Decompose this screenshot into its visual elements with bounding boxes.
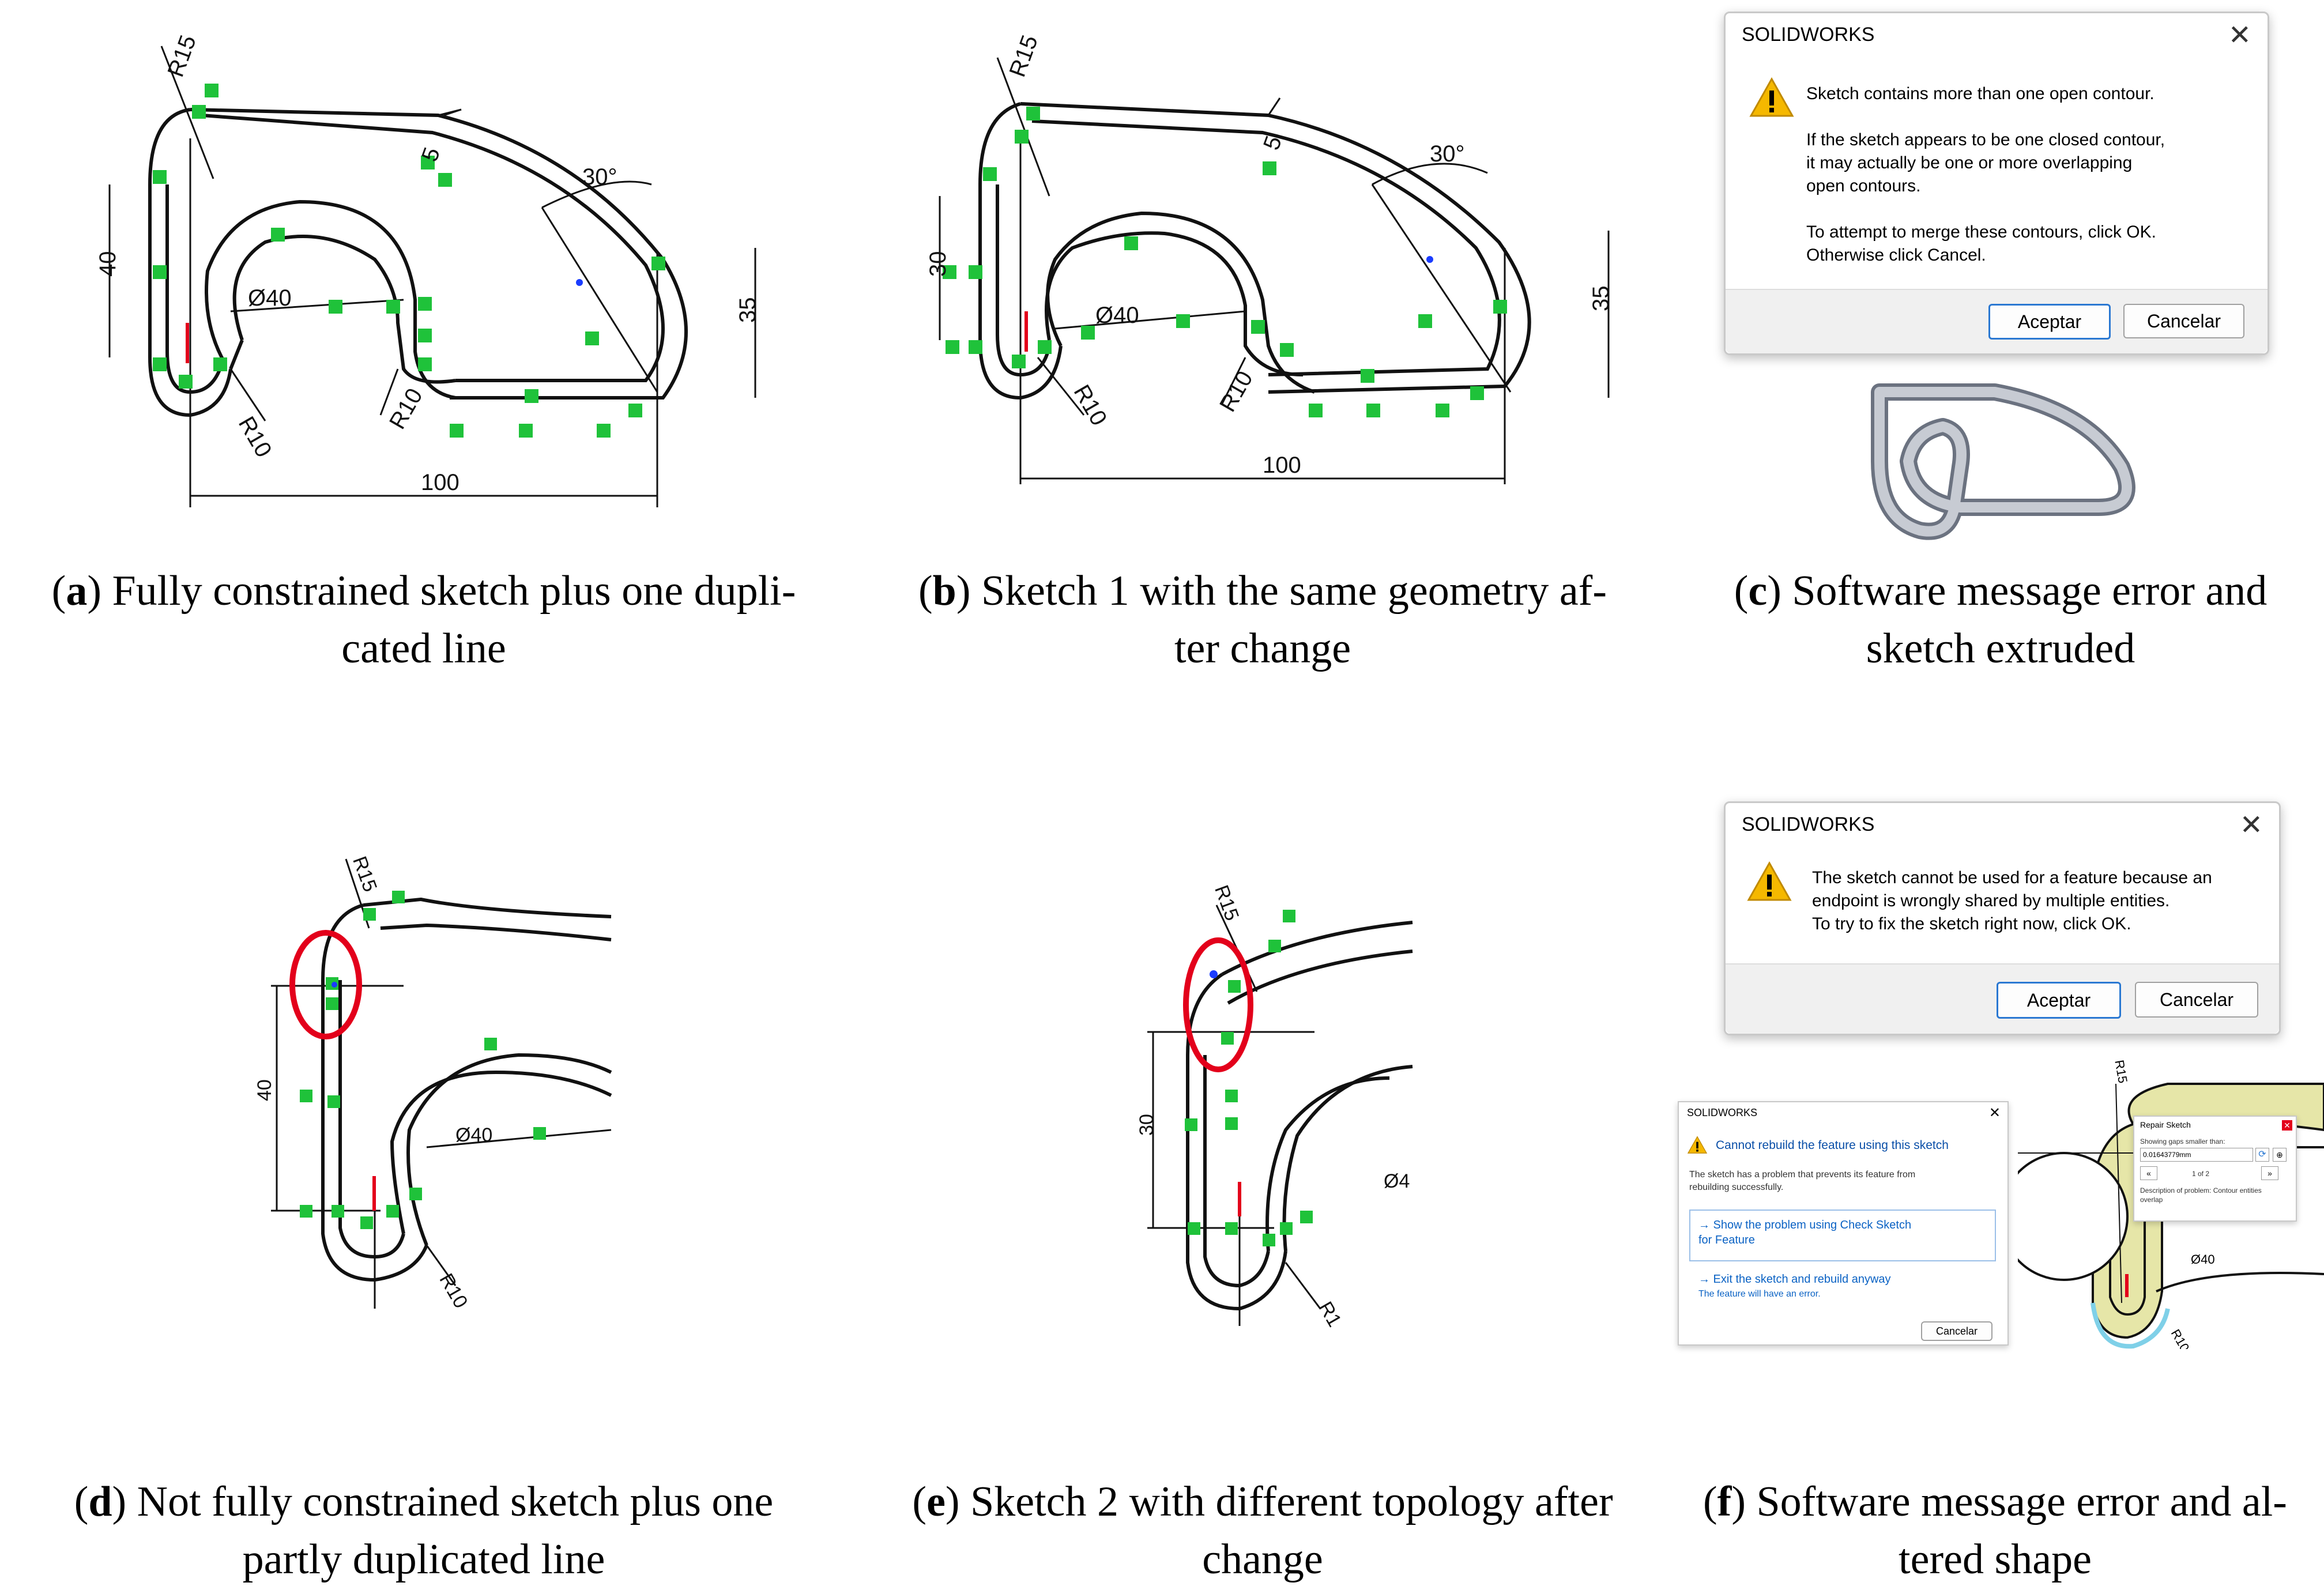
- dim-r15: R15: [163, 32, 201, 80]
- exit-rebuild-link[interactable]: → Exit the sketch and rebuild anyway The…: [1698, 1273, 1891, 1299]
- dim-r10-b: R10: [385, 384, 428, 434]
- dim-40: 40: [95, 251, 120, 277]
- dialog-title: SOLIDWORKS: [1742, 24, 1875, 46]
- sketch-d-drawing: R15 40 Ø40 R10: [254, 853, 612, 1312]
- caption-b: (b) Sketch 1 with the same geometry af-t…: [918, 567, 1607, 672]
- dim-r15: R15: [1210, 882, 1243, 924]
- show-problem-option[interactable]: [1689, 1210, 1996, 1261]
- dim-angle: 30°: [582, 164, 617, 190]
- panel-e: R15 30 Ø4 R1: [1124, 859, 1424, 1331]
- gap-input[interactable]: 0.01643779mm: [2140, 1148, 2253, 1162]
- cancel-button[interactable]: Cancelar: [2123, 304, 2244, 338]
- panel-title: Repair Sketch: [2140, 1120, 2191, 1129]
- warning-icon: [1687, 1136, 1708, 1154]
- dialog-endpoint-shared: SOLIDWORKS ✕ The sketch cannot be used f…: [1724, 801, 2281, 1035]
- dialog-title: SOLIDWORKS: [1687, 1107, 1758, 1118]
- dim-r10-a: R10: [233, 412, 277, 462]
- close-icon[interactable]: ✕: [2282, 1120, 2292, 1131]
- caption-a: (a) Fully constrained sketch plus one du…: [51, 567, 796, 672]
- dim-30: 30: [925, 251, 951, 277]
- dim-diameter: Ø40: [248, 285, 292, 311]
- close-icon[interactable]: ✕: [2239, 810, 2263, 841]
- dialog-message: The sketch cannot be used for a feature …: [1812, 868, 2212, 933]
- dim-angle: 30°: [1430, 141, 1465, 167]
- warning-icon: [1749, 77, 1794, 117]
- caption-e: (e) Sketch 2 with different topology aft…: [912, 1478, 1613, 1583]
- panel-d: R15 40 Ø40 R10: [219, 830, 623, 1326]
- ok-button[interactable]: Aceptar: [1997, 982, 2121, 1019]
- dim-r15: R15: [1004, 32, 1042, 80]
- panel-b: R15 5 30° 30 Ø40 35 R10 R10 100: [865, 0, 1701, 553]
- dim-35: 35: [735, 297, 760, 323]
- cancel-button[interactable]: Cancelar: [2135, 982, 2258, 1018]
- dim-r10: R10: [435, 1270, 472, 1312]
- dim-100: 100: [421, 470, 459, 495]
- sketch-b-drawing: R15 5 30° 30 Ø40 35 R10 R10 100: [925, 32, 1614, 484]
- dim-35: 35: [1588, 286, 1614, 312]
- close-icon[interactable]: ✕: [1988, 1105, 2001, 1121]
- dim-30: 30: [1136, 1114, 1158, 1136]
- next-button[interactable]: »: [2261, 1166, 2278, 1180]
- caption-d: (d) Not fully constrained sketch plus on…: [74, 1478, 774, 1583]
- dialog-cannot-rebuild: SOLIDWORKS ✕ Cannot rebuild the feature …: [1678, 1101, 2009, 1346]
- dim-diameter: Ø40: [455, 1124, 492, 1146]
- highlight-circle: [1183, 937, 1253, 1072]
- origin-marker: [186, 323, 189, 363]
- highlight-circle: [289, 930, 362, 1039]
- warning-icon: [1747, 861, 1792, 901]
- caption-f: (f) Software message error and al-tered …: [1703, 1478, 2287, 1583]
- dim-r15: R15: [348, 853, 381, 895]
- prev-button[interactable]: «: [2140, 1166, 2157, 1180]
- close-icon[interactable]: ✕: [2228, 20, 2251, 51]
- dialog-heading: Cannot rebuild the feature using this sk…: [1716, 1139, 1949, 1152]
- extruded-sketch: [1871, 383, 2135, 540]
- sketch-a-drawing: R15 5 30° 40 Ø40 35 R10 R10 100: [95, 32, 760, 507]
- panel-a: R15 5 30° 40 Ø40 35 R10 R10 100: [0, 0, 865, 553]
- dialog-footer: Aceptar Cancelar: [1726, 289, 2267, 353]
- dialog-message: Sketch contains more than one open conto…: [1806, 84, 2165, 265]
- problem-description: Description of problem: Contour entities…: [2140, 1186, 2262, 1204]
- dim-100: 100: [1263, 453, 1301, 478]
- dialog-open-contour: SOLIDWORKS ✕ Sketch contains more than o…: [1724, 12, 2269, 355]
- zoom-icon[interactable]: ⊕: [2273, 1148, 2287, 1162]
- dim-r10-b: R10: [1215, 367, 1258, 416]
- dim-r15: R15: [2112, 1059, 2130, 1084]
- cancel-button[interactable]: Cancelar: [1921, 1321, 1992, 1341]
- gap-label: Showing gaps smaller than:: [2140, 1137, 2225, 1146]
- dim-r1: R1: [1314, 1298, 1346, 1331]
- dim-diameter: Ø40: [2191, 1252, 2215, 1267]
- refresh-icon[interactable]: ⟳: [2255, 1148, 2269, 1162]
- dim-diameter: Ø4: [1384, 1170, 1410, 1192]
- sketch-e-drawing: R15 30 Ø4 R1: [1136, 882, 1413, 1331]
- ok-button[interactable]: Aceptar: [1988, 304, 2111, 340]
- dim-r10: R10: [2168, 1327, 2193, 1349]
- dim-diameter: Ø40: [1095, 303, 1139, 328]
- dialog-title: SOLIDWORKS: [1742, 813, 1875, 835]
- pager-label: 1 of 2: [2192, 1170, 2210, 1178]
- dialog-body: The sketch has a problem that prevents i…: [1689, 1170, 1916, 1192]
- dim-40: 40: [254, 1079, 276, 1101]
- repair-sketch-panel: Repair Sketch ✕ Showing gaps smaller tha…: [2133, 1116, 2297, 1222]
- dialog-footer: Aceptar Cancelar: [1726, 963, 2279, 1034]
